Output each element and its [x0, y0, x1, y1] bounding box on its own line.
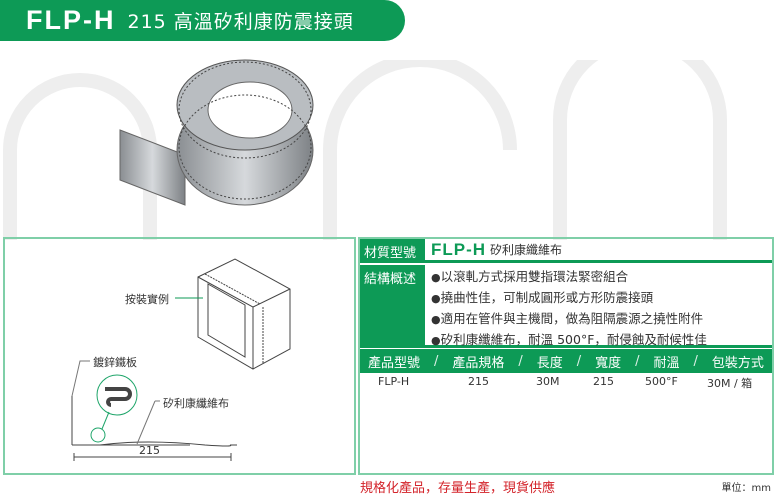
- structure-list: 以滾軋方式採用雙指環法緊密組合 撓曲性佳，可制成圓形或方形防震接頭 適用在管件與…: [425, 265, 713, 347]
- cell-spec: 215: [468, 375, 489, 388]
- installation-drawing: [71, 258, 291, 461]
- list-item: 適用在管件與主機間，做為阻隔震源之撓性附件: [431, 309, 707, 330]
- separator: /: [576, 353, 582, 369]
- separator: /: [434, 353, 439, 369]
- structure-row: 結構概述 以滾軋方式採用雙指環法緊密組合 撓曲性佳，可制成圓形或方形防震接頭 適…: [360, 265, 772, 348]
- list-item: 以滾軋方式採用雙指環法緊密組合: [431, 267, 707, 288]
- column-header: 長度: [536, 355, 563, 371]
- column-header: 耐溫: [653, 355, 680, 371]
- watermark-logo: [2, 60, 727, 240]
- separator: /: [518, 353, 523, 369]
- material-name: 矽利康纖維布: [490, 243, 563, 257]
- stock-note: 規格化產品，存量生產，現貨供應: [360, 481, 556, 496]
- title-banner: FLP-H 215 高溫矽利康防震接頭: [0, 0, 405, 41]
- fabric-label: 矽利康纖維布: [163, 397, 229, 410]
- galvanized-plate-label: 鍍鋅鐵板: [93, 356, 137, 369]
- material-label: 材質型號: [360, 239, 425, 261]
- column-header: 寬度: [595, 355, 622, 371]
- cell-length: 30M: [536, 375, 560, 388]
- install-example-label: 按裝實例: [125, 293, 169, 306]
- width-dimension-label: 215: [139, 444, 160, 457]
- product-code: FLP-H: [26, 5, 116, 35]
- installation-diagram-panel: 按裝實例 鍍鋅鐵板 矽利康纖維布 215: [3, 237, 356, 475]
- cell-packing: 30M / 箱: [707, 377, 753, 390]
- cell-width: 215: [593, 375, 614, 388]
- table-header: 產品型號 / 產品規格 / 長度 / 寬度 / 耐溫 / 包裝方式: [360, 349, 772, 373]
- column-header: 產品型號: [368, 355, 421, 371]
- separator: /: [693, 353, 698, 369]
- material-code: FLP-H: [431, 239, 487, 259]
- cell-model: FLP-H: [378, 375, 410, 388]
- product-roll-image: [119, 59, 314, 206]
- separator: /: [635, 353, 640, 369]
- column-header: 包裝方式: [711, 355, 764, 371]
- cell-temp: 500°F: [645, 375, 678, 388]
- structure-label: 結構概述: [360, 265, 425, 345]
- column-header: 產品規格: [452, 355, 505, 371]
- product-title: 215 高溫矽利康防震接頭: [127, 11, 354, 33]
- list-item: 矽利康纖維布，耐溫 500°F，耐侵蝕及耐候性佳: [431, 330, 707, 351]
- list-item: 撓曲性佳，可制成圓形或方形防震接頭: [431, 288, 707, 309]
- unit-label: 單位：mm: [721, 483, 771, 494]
